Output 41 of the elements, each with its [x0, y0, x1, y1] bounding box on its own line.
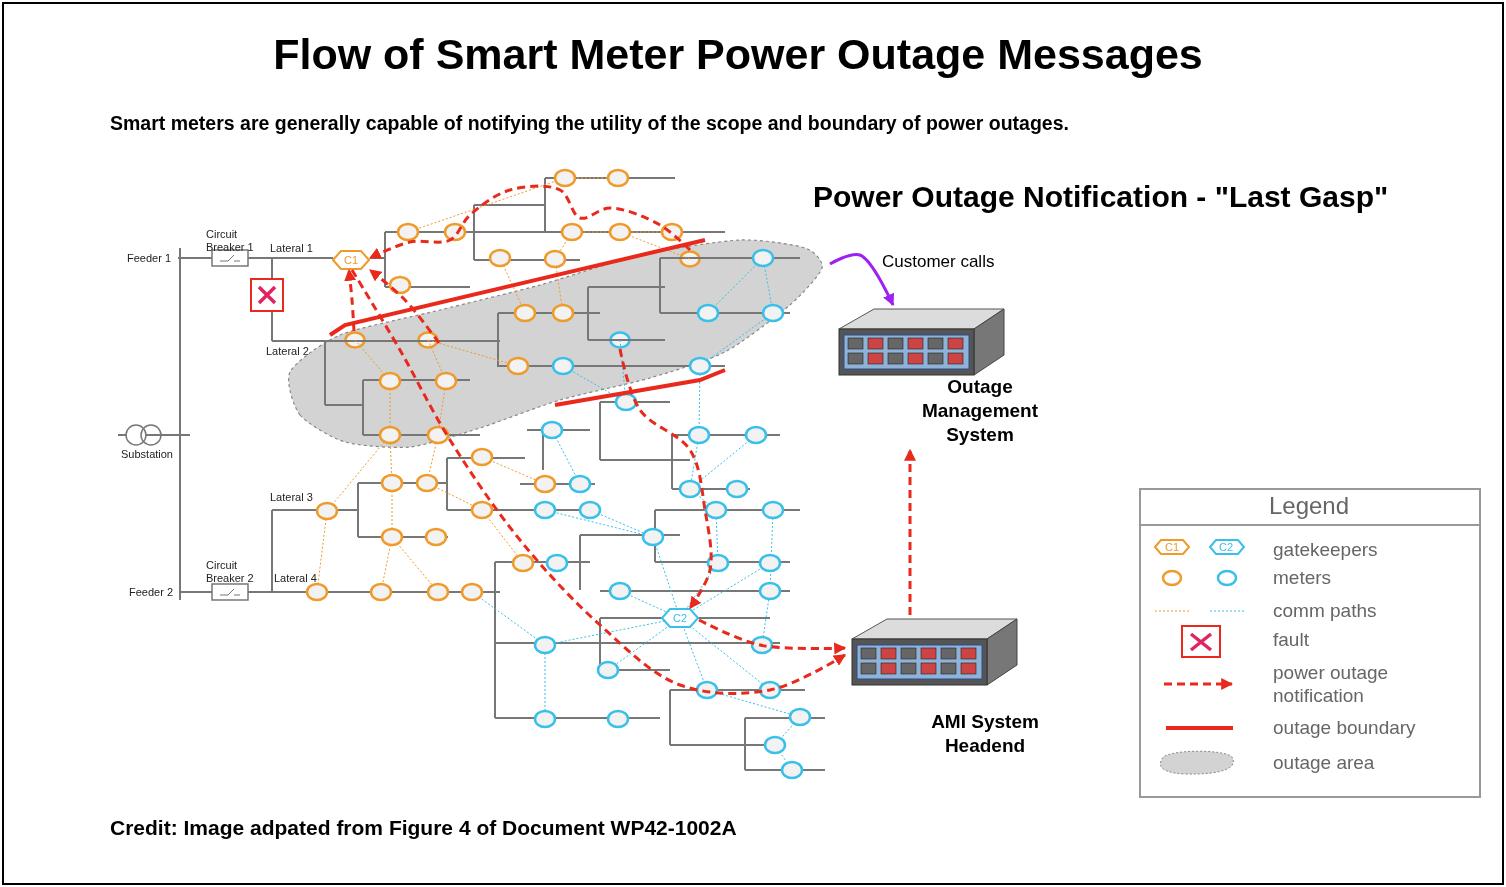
legend-label: power outage notification	[1273, 661, 1390, 707]
notification-arrow	[618, 348, 713, 609]
system-label: AMI System Headend	[930, 710, 1040, 758]
diagram-title: Flow of Smart Meter Power Outage Messages	[272, 30, 1204, 80]
notification-arrow	[369, 268, 441, 344]
section-heading: Power Outage Notification - "Last Gasp"	[813, 180, 1389, 215]
meter-circle	[344, 331, 366, 349]
notification-arrow	[698, 618, 847, 655]
legend-label: outage area	[1273, 751, 1376, 774]
grid-label: Lateral 2	[266, 345, 309, 358]
grid-label: Circuit Breaker 1	[206, 228, 255, 254]
legend-title: Legend	[1267, 492, 1351, 520]
call-arrow	[829, 253, 895, 307]
subtitle: Smart meters are generally capable of notifying the utility of the scope and boundary of power outages.	[110, 112, 1069, 135]
legend-label: gatekeepers	[1273, 538, 1379, 561]
gatekeeper-label: C1	[342, 253, 360, 267]
grid-label: Lateral 3	[270, 491, 313, 504]
notification-arrow	[904, 448, 916, 615]
meter-circle	[417, 331, 439, 349]
legend-gatekeeper-label: C2	[1217, 541, 1235, 554]
system-label: Outage Management System	[920, 375, 1040, 447]
grid-label: Feeder 2	[129, 586, 174, 599]
gatekeeper-hexagon	[332, 250, 370, 270]
notification-arrow	[368, 184, 692, 260]
meter-circle	[609, 331, 631, 349]
grid-label: Substation	[121, 448, 173, 461]
legend-label: comm paths	[1273, 599, 1378, 622]
gatekeeper-hexagon	[661, 608, 699, 628]
grid-label: Feeder 1	[127, 252, 172, 265]
grid-label: Circuit Breaker 2	[206, 559, 255, 585]
credit-note: Credit: Image adpated from Figure 4 of Document WP42-1002A	[110, 816, 737, 841]
meter-circle	[679, 250, 701, 268]
notification-arrow	[344, 268, 357, 332]
legend-label: meters	[1273, 566, 1333, 589]
grid-label: Lateral 4	[274, 572, 317, 585]
legend-label: outage boundary	[1273, 716, 1417, 739]
notification-arrow	[350, 269, 846, 695]
grid-label: Lateral 1	[270, 242, 313, 255]
gatekeeper-label: C2	[671, 611, 689, 625]
legend-label: fault	[1273, 628, 1310, 651]
legend-gatekeeper-label: C1	[1163, 541, 1181, 554]
